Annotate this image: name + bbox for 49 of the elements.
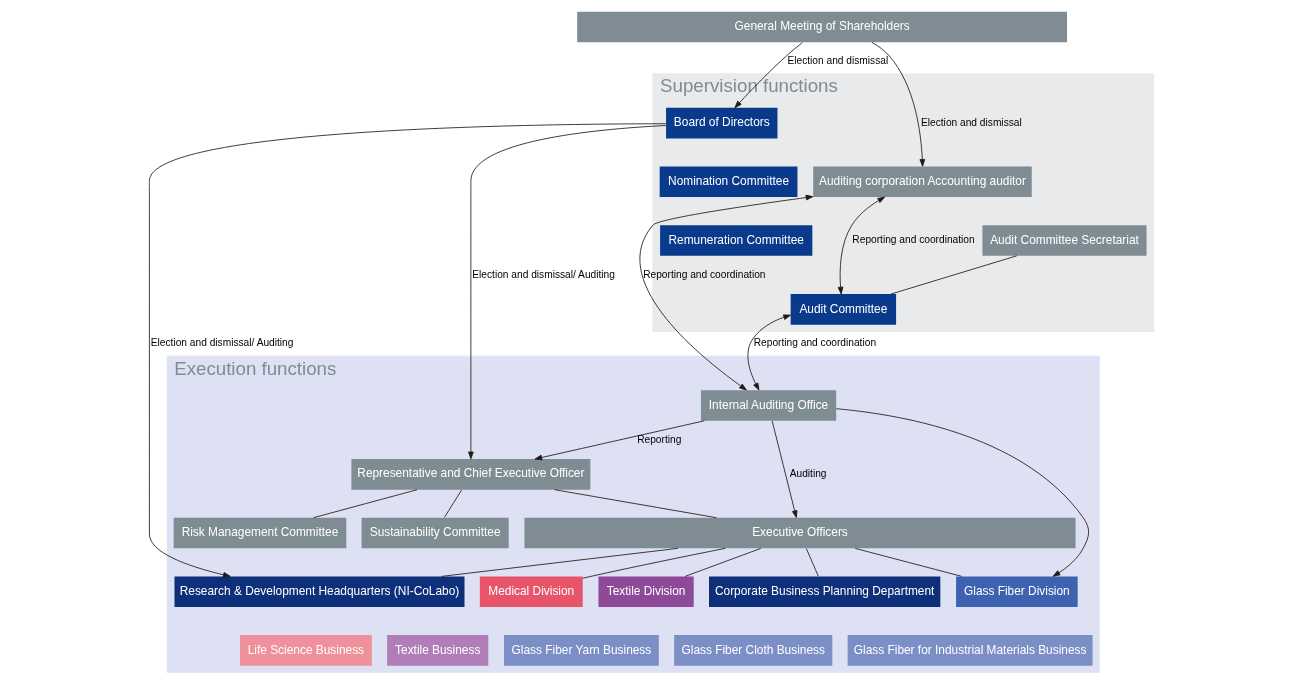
node-box: Nomination Committee: [659, 166, 797, 198]
arrow: [534, 420, 705, 461]
connector: [553, 489, 717, 519]
connector: [805, 548, 819, 577]
edge-label: Election and dismissal: [786, 55, 888, 67]
edge-label: Reporting and coordination: [753, 337, 876, 349]
connector: [854, 547, 962, 577]
arrow: [835, 408, 1089, 577]
edge-label: Election and dismissal: [920, 116, 1022, 128]
node-box: General Meeting of Shareholders: [576, 11, 1067, 43]
edge-label: Auditing: [789, 467, 826, 479]
node-box: Executive Officers: [523, 517, 1076, 549]
edge-label: Reporting and coordination: [851, 234, 975, 246]
connector: [890, 255, 1017, 295]
connector: [684, 547, 761, 577]
arrow: [837, 196, 885, 295]
node-box: Textile Division: [597, 576, 694, 607]
node-box: Textile Business: [386, 635, 488, 666]
arrow: [467, 125, 666, 460]
edge-label: Election and dismissal/ Auditing: [471, 268, 615, 280]
node-box: Life Science Business: [239, 635, 372, 666]
node-box: Glass Fiber Division: [955, 576, 1078, 607]
node-box: Audit Committee Secretariat: [981, 225, 1147, 256]
arrow: [148, 123, 666, 578]
edge-label: Reporting: [636, 433, 681, 445]
node-box: Auditing corporation Accounting auditor: [812, 166, 1032, 198]
node-box: Glass Fiber for Industrial Materials Business: [847, 635, 1093, 666]
connector: [440, 547, 678, 577]
connector: [443, 489, 462, 518]
arrow: [747, 314, 791, 391]
node-box: Internal Auditing Office: [700, 390, 836, 421]
connector: [581, 547, 726, 579]
edge-label: Election and dismissal/ Auditing: [150, 337, 293, 349]
node-box: Remuneration Committee: [659, 225, 812, 256]
arrow: [870, 41, 925, 167]
arrow: [733, 42, 803, 109]
node-box: Sustainability Committee: [361, 517, 509, 549]
connector: [312, 489, 418, 519]
node-box: Audit Committee: [790, 294, 896, 325]
node-box: Risk Management Committee: [173, 517, 346, 549]
node-box: Medical Division: [479, 576, 583, 607]
node-box: Glass Fiber Cloth Business: [673, 635, 832, 666]
node-box: Research & Development Headquarters (NI-CoLabo): [174, 576, 464, 607]
node-box: Corporate Business Planning Department: [708, 576, 940, 607]
edge-label: Reporting and coordination: [642, 268, 765, 280]
node-box: Representative and Chief Executive Officer: [350, 459, 590, 490]
node-box: Glass Fiber Yarn Business: [503, 635, 659, 666]
arrow: [771, 420, 797, 518]
node-box: Board of Directors: [665, 107, 777, 139]
